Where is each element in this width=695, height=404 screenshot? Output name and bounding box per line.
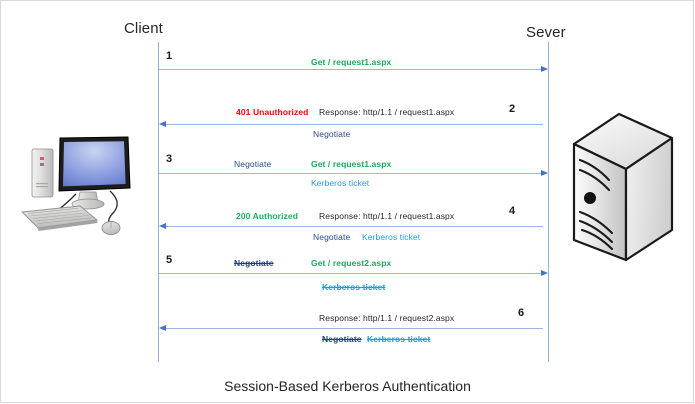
step-number-6: 6 xyxy=(518,307,525,319)
message-label-negotiate-step2: Negotiate xyxy=(313,129,351,139)
monitor xyxy=(58,136,131,192)
message-label-kerberos-ticket-step3: Kerberos ticket xyxy=(311,178,370,188)
arrowhead-right-5 xyxy=(541,269,548,276)
status-label-200-authorized: 200 Authorized xyxy=(236,211,299,221)
arrowhead-left-6 xyxy=(159,324,166,331)
diagram-caption: Session-Based Kerberos Authentication xyxy=(224,378,471,394)
message-arrow-line-6 xyxy=(165,328,543,329)
mouse xyxy=(101,221,121,235)
computer-tower xyxy=(31,148,54,198)
message-label-kerberos-ticket-step4: Kerberos ticket xyxy=(362,232,421,242)
desktop-computer-icon xyxy=(18,128,158,240)
arrowhead-right-1 xyxy=(541,65,548,72)
message-label-get-request1-step1: Get / request1.aspx xyxy=(311,57,392,67)
arrowhead-right-3 xyxy=(541,169,548,176)
actor-label-client: Client xyxy=(124,20,163,37)
status-label-401-unauthorized: 401 Unauthorized xyxy=(236,107,309,117)
arrowhead-left-4 xyxy=(159,222,166,229)
message-label-response-request1-step2: Response: http/1.1 / request1.aspx xyxy=(319,107,455,117)
message-arrow-line-5 xyxy=(159,273,543,274)
message-label-get-request2-step5: Get / request2.aspx xyxy=(311,258,392,268)
message-label-kerberos-ticket-step5: Kerberos ticket xyxy=(322,282,386,292)
step-number-4: 4 xyxy=(509,205,516,217)
step-number-2: 2 xyxy=(509,103,516,115)
message-arrow-line-1 xyxy=(159,69,543,70)
keyboard xyxy=(21,205,99,231)
message-label-negotiate-step4: Negotiate xyxy=(313,232,351,242)
step-number-3: 3 xyxy=(166,153,173,165)
message-label-kerberos-ticket-step6: Kerberos ticket xyxy=(367,334,431,344)
lifeline-server xyxy=(548,42,549,362)
message-label-negotiate-step6: Negotiate xyxy=(322,334,362,344)
step-number-5: 5 xyxy=(166,254,173,266)
message-arrow-line-3 xyxy=(159,173,543,174)
step-number-1: 1 xyxy=(166,50,173,62)
message-label-negotiate-step3: Negotiate xyxy=(234,159,272,169)
message-label-response-request2-step6: Response: http/1.1 / request2.aspx xyxy=(319,313,455,323)
arrowhead-left-2 xyxy=(159,120,166,127)
message-label-get-request1-step3: Get / request1.aspx xyxy=(311,159,392,169)
message-arrow-line-4 xyxy=(165,226,543,227)
message-arrow-line-2 xyxy=(165,124,543,125)
server-tower-icon xyxy=(563,108,683,278)
lifeline-client xyxy=(158,42,159,362)
message-label-response-request1-step4: Response: http/1.1 / request1.aspx xyxy=(319,211,455,221)
message-label-negotiate-step5: Negotiate xyxy=(234,258,274,268)
actor-label-server: Sever xyxy=(526,24,566,41)
